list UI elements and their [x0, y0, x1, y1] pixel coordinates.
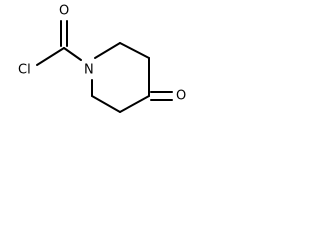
bond-c-cl [36, 47, 65, 66]
atom-label-acyl-oxygen: O [59, 4, 69, 19]
bond-n-c2 [94, 42, 121, 59]
atom-label-ketone-oxygen: O [176, 89, 186, 104]
bond-c-n [63, 47, 82, 61]
atom-label-chlorine: Cl [18, 63, 31, 78]
bond-c2-c3 [119, 42, 150, 59]
bond-c5-c6 [91, 95, 121, 113]
chemical-structure-diagram: O Cl N O [18, 4, 186, 113]
bond-c4-c5 [119, 95, 150, 113]
atom-label-nitrogen: N [84, 63, 94, 78]
